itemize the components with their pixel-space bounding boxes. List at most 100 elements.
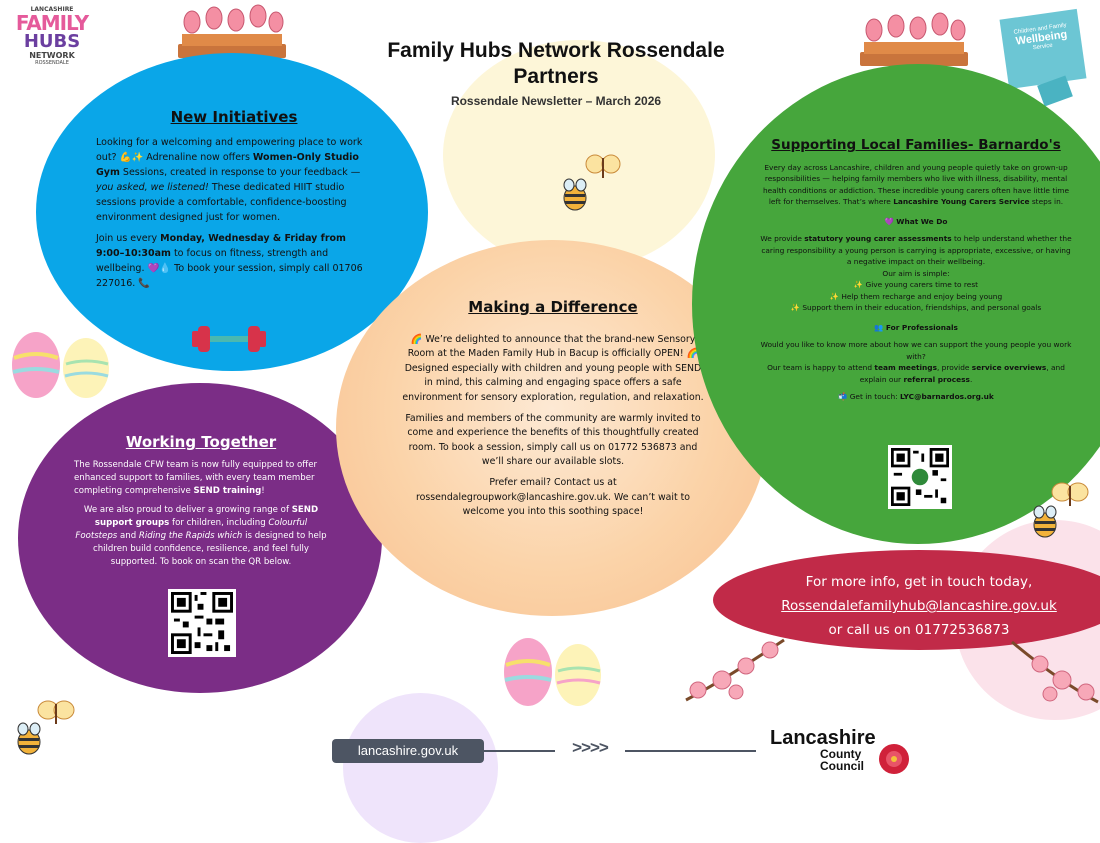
- contact-banner: [713, 550, 1100, 650]
- barnardos-prof-2: Our team is happy to attend team meeting…: [758, 362, 1074, 385]
- wt-p1-a: The Rossendale CFW team is now fully equ…: [74, 460, 318, 496]
- bn-wwd-bold: statutory young carer assessments: [804, 234, 952, 243]
- barnardos-for-professionals: 👥 For Professionals: [874, 322, 958, 332]
- barnardos-contact: 📬 Get in touch: LYC@barnardos.org.uk: [758, 391, 1074, 403]
- dumbbell-icon: [192, 326, 266, 352]
- making-difference-paragraph-3: Prefer email? Contact us at rossendalegr…: [415, 476, 691, 518]
- bn-prof2-c: , and explain our: [859, 363, 1065, 384]
- bn-intro-a: Every day across Lancashire, children an…: [762, 162, 1070, 207]
- bn-contact-a: 📬 Get in touch:: [838, 392, 900, 401]
- ni-p1-a: Looking for a welcoming and empowering p…: [96, 137, 363, 163]
- wt-p2-italic-2: Riding the Rapids which: [138, 531, 243, 541]
- new-initiatives-paragraph-1: Looking for a welcoming and empowering p…: [96, 135, 372, 225]
- easter-eggs-left: [12, 332, 109, 398]
- making-difference-section: Making a Difference 🌈 We’re delighted to…: [400, 300, 706, 526]
- bn-intro-b: steps in.: [1029, 197, 1064, 206]
- title-line-1: Family Hubs Network Rossendale: [387, 39, 725, 62]
- new-initiatives-circle: [36, 53, 428, 371]
- ni-p2-b: to focus on fitness, strength and wellbe…: [96, 248, 363, 289]
- wt-p2-bold: SEND support groups: [94, 505, 319, 528]
- logo-line-2: FAMILY: [15, 11, 89, 35]
- barnardos-aim: Our aim is simple:: [882, 268, 950, 278]
- new-initiatives-paragraph-2: Join us every Monday, Wednesday & Friday…: [96, 231, 372, 291]
- council-line-2: County: [820, 747, 862, 761]
- new-initiatives-heading: New Initiatives: [170, 108, 298, 126]
- easter-eggs-bottom: [504, 638, 601, 706]
- working-together-section: Working Together The Rossendale CFW team…: [74, 433, 328, 575]
- contact-text: For more info, get in touch today, Rosse…: [740, 570, 1098, 642]
- ni-p1-bold: Women-Only Studio Gym: [96, 152, 359, 178]
- bn-wwd-b: to help understand whether the caring re…: [761, 234, 1072, 266]
- wellbeing-badge: Children and Family Wellbeing Service: [999, 8, 1087, 90]
- barnardos-wwd-text: We provide statutory young carer assessm…: [758, 233, 1074, 268]
- bn-wwd-a: We provide: [760, 234, 805, 243]
- new-initiatives-section: New Initiatives Looking for a welcoming …: [96, 110, 372, 297]
- wt-p2-italic-1: Colourful Footsteps: [75, 518, 308, 541]
- working-together-heading: Working Together: [125, 433, 277, 451]
- ni-p1-italic: you asked, we listened!: [96, 182, 209, 193]
- bn-prof2-d: .: [969, 374, 973, 384]
- contact-email-link[interactable]: Rossendalefamilyhub@lancashire.gov.uk: [781, 598, 1057, 614]
- barnardos-section: Supporting Local Families- Barnardo's Ev…: [758, 137, 1074, 409]
- logo-line-1: LANCASHIRE: [30, 6, 74, 13]
- flower-pot-left: [178, 4, 286, 58]
- working-together-qr-code[interactable]: [168, 589, 236, 657]
- decorative-circle-yellow: [443, 40, 715, 270]
- making-difference-paragraph-1: 🌈 We’re delighted to announce that the b…: [402, 333, 704, 403]
- barnardos-prof-1: Would you like to know more about how we…: [760, 340, 1072, 361]
- ni-p1-c: These dedicated HIIT studio sessions pro…: [96, 182, 347, 223]
- flower-pot-right: [860, 12, 968, 66]
- barnardos-heading: Supporting Local Families- Barnardo's: [771, 137, 1061, 153]
- butterfly-icon-bottom-left: [37, 700, 75, 724]
- title-line-2: Partners: [513, 65, 599, 88]
- working-together-paragraph-1: The Rossendale CFW team is now fully equ…: [74, 459, 328, 498]
- wt-p1-b: !: [261, 486, 265, 496]
- bn-prof2-b1: team meetings: [874, 363, 937, 372]
- barnardos-qr-code[interactable]: [888, 445, 952, 509]
- logo-line-3: HUBS: [23, 31, 81, 52]
- contact-phone: or call us on 01772536873: [828, 622, 1010, 638]
- wt-p2-c: and: [117, 531, 139, 541]
- bee-icon-right: [1033, 505, 1057, 538]
- council-line-1: Lancashire: [770, 727, 876, 749]
- lancashire-county-council-logo: Lancashire County Council: [770, 728, 950, 776]
- bn-intro-bold: Lancashire Young Carers Service: [893, 197, 1030, 206]
- wt-p1-bold: SEND training: [193, 486, 262, 496]
- barnardos-intro: Every day across Lancashire, children an…: [758, 162, 1074, 208]
- bn-prof2-a: Our team is happy to attend: [767, 363, 875, 372]
- wt-p2-a: We are also proud to deliver a growing r…: [83, 505, 292, 515]
- making-difference-paragraph-2: Families and members of the community ar…: [405, 412, 701, 468]
- ni-p2-bold: Monday, Wednesday & Friday from 9:00–10:…: [96, 233, 346, 259]
- page-subtitle: Rossendale Newsletter – March 2026: [450, 94, 662, 108]
- council-line-3: Council: [820, 759, 864, 773]
- butterfly-icon-top: [585, 154, 621, 178]
- bn-prof2-b2: service overviews: [971, 363, 1047, 372]
- blossom-branch-icon: [685, 638, 785, 702]
- bee-icon-bottom-left: [17, 722, 41, 755]
- logo-line-5: ROSSENDALE: [35, 60, 69, 66]
- red-rose-icon: [879, 744, 909, 774]
- ni-p2-a: Join us every: [96, 233, 161, 244]
- bn-prof2-b3: referral process: [903, 374, 970, 384]
- blossom-branch-icon-right: [1011, 640, 1099, 704]
- butterfly-icon-right: [1051, 482, 1089, 506]
- bee-icon-top: [563, 178, 587, 211]
- wt-p2-d: is designed to help children build confi…: [92, 531, 327, 567]
- wt-p2-b: for children, including: [169, 518, 269, 528]
- barnardos-what-we-do: 💜 What We Do: [884, 216, 948, 226]
- contact-line-1: For more info, get in touch today,: [805, 574, 1033, 590]
- page-title: Family Hubs Network Rossendale Partners: [350, 38, 762, 90]
- footer-site-link[interactable]: lancashire.gov.uk: [332, 739, 484, 763]
- barnardos-aim-2: ✨ Help them recharge and enjoy being you…: [829, 291, 1003, 301]
- barnardos-aim-1: ✨ Give young carers time to rest: [853, 280, 979, 289]
- barnardos-aim-3: ✨ Support them in their education, frien…: [790, 303, 1042, 312]
- decorative-circle-lavender: [343, 693, 498, 843]
- working-together-paragraph-2: We are also proud to deliver a growing r…: [74, 504, 328, 569]
- making-difference-heading: Making a Difference: [468, 298, 638, 316]
- bn-contact-email[interactable]: LYC@barnardos.org.uk: [900, 392, 994, 401]
- family-hubs-logo: LANCASHIRE FAMILY HUBS NETWORK ROSSENDAL…: [6, 6, 98, 74]
- ni-p1-b: Sessions, created in response to your fe…: [119, 167, 361, 178]
- footer-arrows: >>>>: [555, 738, 625, 758]
- bn-prof2-b: , provide: [936, 363, 972, 372]
- logo-line-4: NETWORK: [29, 51, 75, 60]
